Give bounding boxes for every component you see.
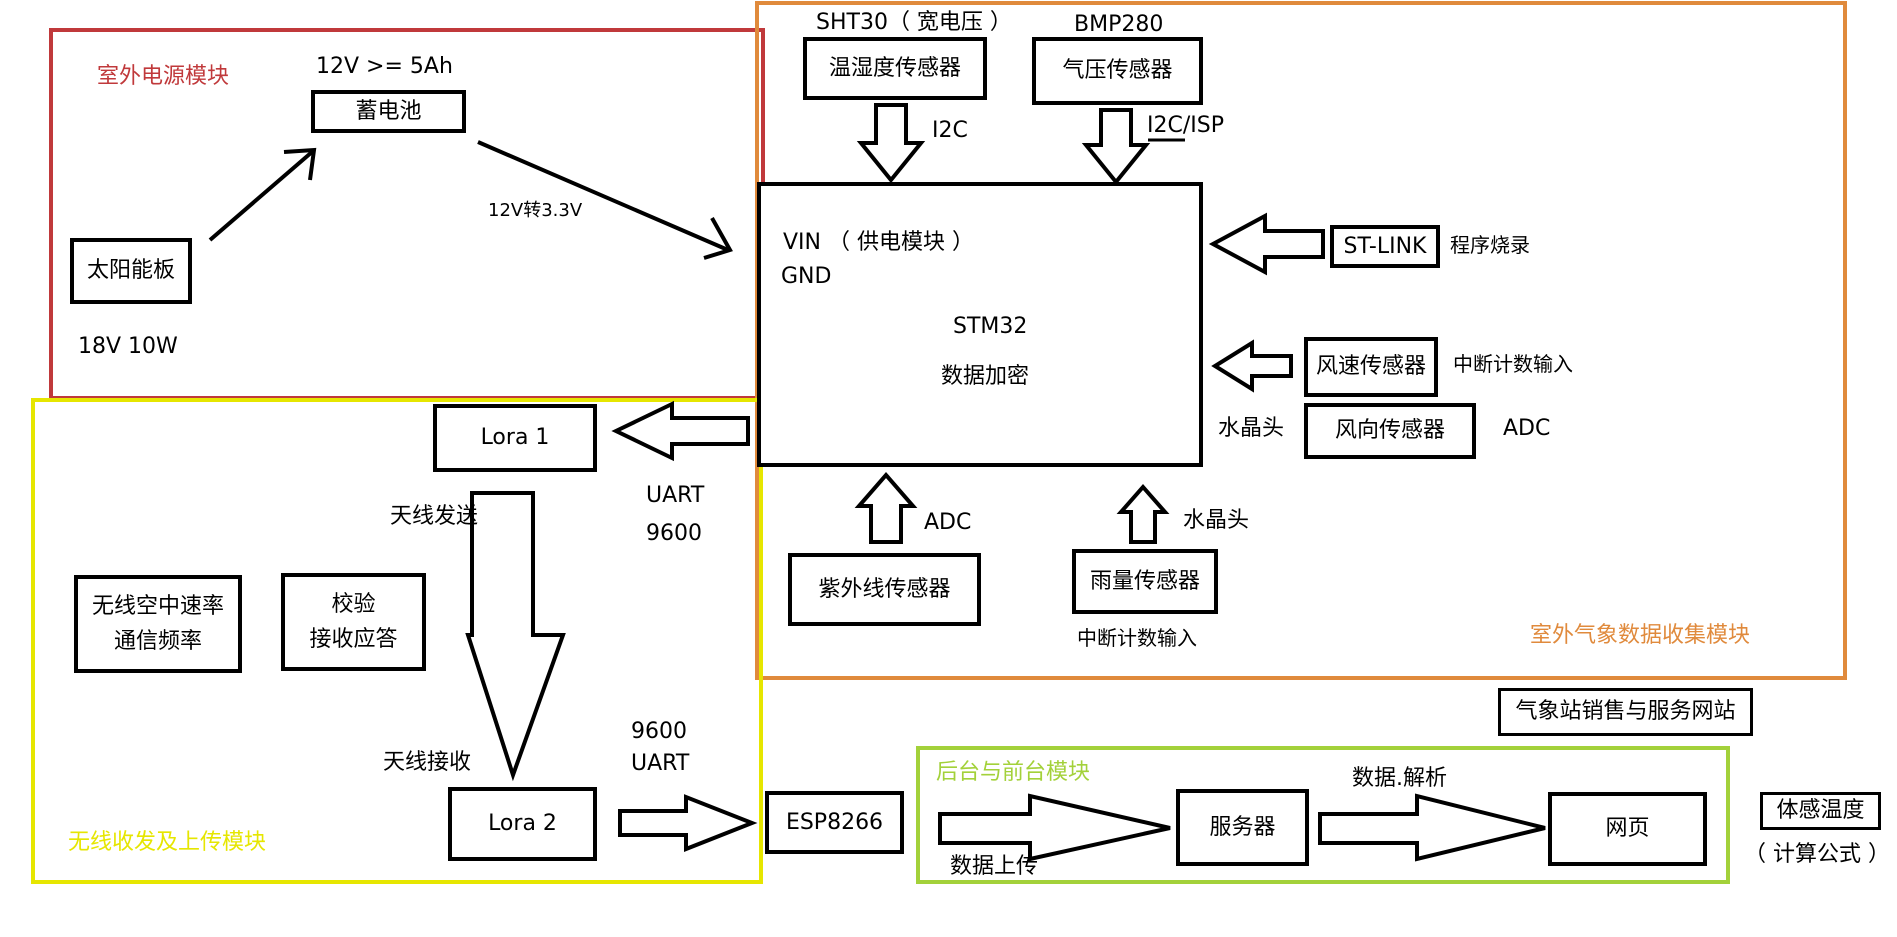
wind-direction-box: 风向传感器 — [1304, 403, 1476, 459]
power-module-label: 室外电源模块 — [97, 64, 230, 89]
uart2-label: UART — [631, 751, 690, 776]
battery-label: 蓄电池 — [355, 98, 422, 124]
gnd-label: GND — [781, 264, 832, 289]
uv-sensor-label: 紫外线传感器 — [818, 576, 951, 602]
esp8266-box: ESP8266 — [765, 791, 904, 854]
baud1-label: 9600 — [646, 521, 702, 546]
backend-module-label: 后台与前台模块 — [936, 760, 1091, 785]
site-box: 气象站销售与服务网站 — [1498, 688, 1753, 736]
server-box: 服务器 — [1176, 789, 1309, 866]
wind-direction-note: ADC — [1503, 416, 1551, 441]
solar-to-battery-arrow — [208, 147, 317, 242]
lora2-box: Lora 2 — [448, 787, 597, 861]
antenna-send-label: 天线发送 — [390, 504, 479, 529]
vin-label: VIN （ 供电模块 ） — [783, 230, 974, 255]
wireless-module-frame — [31, 398, 763, 884]
sht-to-mcu-arrow — [856, 103, 926, 184]
uart1-label: UART — [646, 483, 705, 508]
encrypt-label: 数据加密 — [941, 364, 1030, 389]
sht-sensor-box: 温湿度传感器 — [803, 37, 987, 100]
check-box: 校验 接收应答 — [281, 573, 426, 671]
stm32-box: VIN （ 供电模块 ） GND STM32 数据加密 — [757, 182, 1203, 467]
rain-sensor-label: 雨量传感器 — [1089, 568, 1200, 594]
windspeed-to-mcu-arrow — [1211, 339, 1293, 393]
lora2-label: Lora 2 — [488, 811, 557, 837]
backend-module-frame — [916, 746, 1730, 884]
bmp-sensor-box: 气压传感器 — [1032, 37, 1203, 105]
antenna-recv-label: 天线接收 — [383, 750, 472, 775]
feel-temp-box: 体感温度 — [1760, 792, 1881, 830]
web-label: 网页 — [1605, 816, 1650, 842]
stlink-note: 程序烧录 — [1450, 233, 1530, 257]
solar-spec: 18V 10W — [78, 334, 178, 359]
uv-sensor-box: 紫外线传感器 — [788, 553, 981, 626]
battery-to-mcu-arrow — [477, 140, 733, 260]
web-box: 网页 — [1548, 792, 1707, 866]
stlink-to-mcu-arrow — [1208, 212, 1325, 276]
solar-panel-label: 太阳能板 — [86, 258, 175, 284]
uv-to-mcu-arrow — [854, 471, 918, 544]
rate-label-2: 通信频率 — [113, 629, 202, 654]
crystal-label-1: 水晶头 — [1218, 416, 1285, 441]
battery-spec: 12V >= 5Ah — [316, 54, 453, 79]
server-to-web-arrow — [1318, 793, 1546, 862]
check-label-2: 接收应答 — [309, 627, 398, 652]
rate-box: 无线空中速率 通信频率 — [74, 575, 242, 673]
solar-panel-box: 太阳能板 — [70, 238, 192, 304]
wind-direction-label: 风向传感器 — [1334, 418, 1445, 444]
sht-title: SHT30（ 宽电压 ） — [816, 10, 1012, 35]
mcu-to-lora1-arrow — [611, 400, 750, 462]
rain-note: 中断计数输入 — [1077, 626, 1197, 650]
formula-label: （ 计算公式 ） — [1744, 842, 1890, 867]
parse-label: 数据.解析 — [1352, 766, 1447, 791]
bmp-if-label: I2C/ISP — [1147, 113, 1224, 138]
bmp-to-mcu-arrow — [1081, 108, 1151, 186]
weather-module-label: 室外气象数据收集模块 — [1530, 623, 1751, 648]
battery-box: 蓄电池 — [311, 90, 466, 133]
wind-speed-label: 风速传感器 — [1315, 354, 1426, 380]
lora1-to-lora2-arrow — [465, 491, 566, 782]
rate-label-1: 无线空中速率 — [91, 593, 224, 619]
voltage-convert-label: 12V转3.3V — [488, 200, 583, 221]
rain-sensor-box: 雨量传感器 — [1072, 549, 1218, 614]
stlink-box: ST-LINK — [1330, 225, 1440, 268]
wind-speed-note: 中断计数输入 — [1453, 352, 1573, 376]
esp8266-label: ESP8266 — [785, 809, 884, 835]
baud2-label: 9600 — [631, 719, 687, 744]
bmp-title: BMP280 — [1074, 12, 1164, 37]
wireless-module-label: 无线收发及上传模块 — [68, 830, 267, 855]
rain-to-mcu-arrow — [1116, 483, 1170, 544]
stm32-label: STM32 — [953, 314, 1028, 339]
esp-to-server-arrow — [938, 793, 1171, 862]
check-label-1: 校验 — [331, 591, 376, 617]
bmp-sensor-label: 气压传感器 — [1062, 58, 1173, 84]
sht-if-label: I2C — [932, 118, 968, 143]
stlink-label: ST-LINK — [1343, 233, 1427, 259]
lora2-to-esp-arrow — [618, 794, 758, 852]
server-label: 服务器 — [1209, 814, 1276, 840]
wind-speed-box: 风速传感器 — [1304, 337, 1438, 397]
feel-temp-label: 体感温度 — [1776, 798, 1865, 824]
rain-if-label: 水晶头 — [1183, 508, 1250, 533]
upload-label: 数据上传 — [950, 854, 1039, 879]
lora1-label: Lora 1 — [480, 425, 550, 451]
sht-sensor-label: 温湿度传感器 — [828, 55, 961, 81]
uv-if-label: ADC — [924, 510, 972, 535]
lora1-box: Lora 1 — [433, 404, 597, 472]
site-label: 气象站销售与服务网站 — [1515, 699, 1736, 725]
